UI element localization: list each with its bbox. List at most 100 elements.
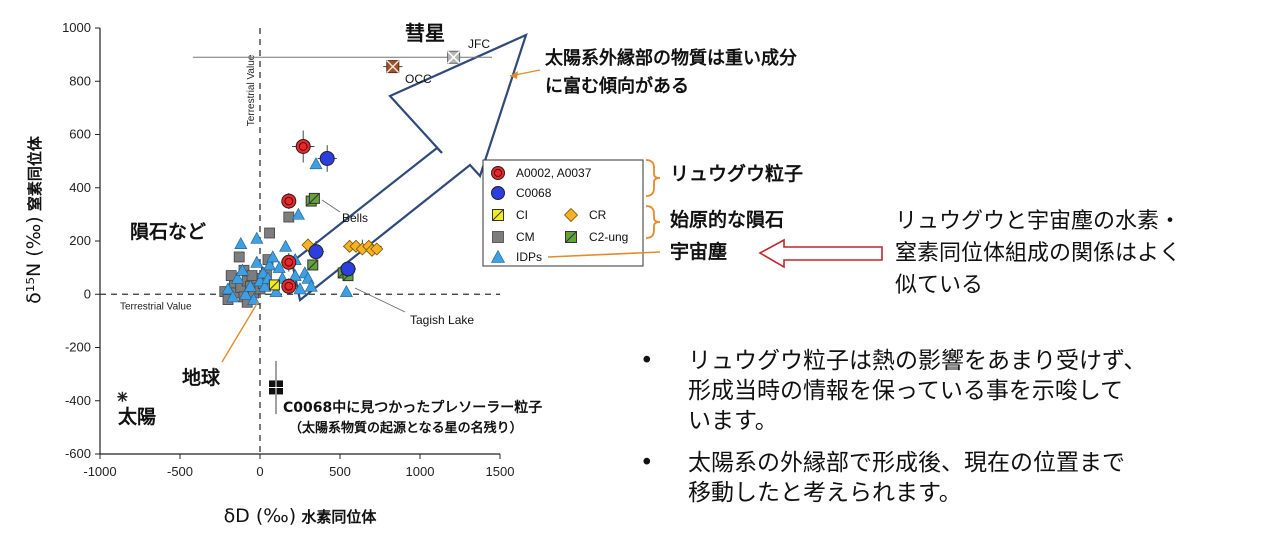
y-tick-label: 600 — [69, 127, 91, 142]
legend-marker-ci-diag — [492, 209, 504, 221]
point-ryugu_a — [295, 138, 311, 154]
point-idp — [226, 290, 240, 303]
leader-tagish — [354, 287, 406, 313]
point-idp — [263, 258, 277, 271]
point-idp — [250, 255, 264, 268]
leader-bells — [321, 199, 341, 213]
point-cm — [264, 227, 276, 239]
label-tagish-lake: Tagish Lake — [410, 313, 474, 327]
y-tick-label: 0 — [84, 286, 91, 301]
legend-marker-idp — [490, 249, 506, 263]
y-tick-label: 800 — [69, 73, 91, 88]
x-tick-label: 1500 — [486, 464, 515, 479]
label-bells: Bells — [342, 211, 368, 225]
leader-dust — [547, 251, 661, 258]
legend-marker-ryugu_a-inner — [493, 168, 503, 178]
label-similar-3: 似ている — [895, 273, 983, 298]
label-similar-2: 窒素同位体組成の関係はよく — [895, 241, 1181, 266]
label-primitive: 始原的な隕石 — [670, 208, 784, 231]
leader-earth — [221, 301, 259, 363]
y-tick-label: 400 — [69, 180, 91, 195]
point-cr — [370, 242, 384, 256]
point-c2-diag — [307, 259, 319, 271]
point-ryugu_a-inner — [284, 196, 294, 206]
bullet-2-line-2: 移動したと考えられます。 — [688, 480, 962, 506]
legend-label-cm: CM — [516, 230, 535, 244]
point-ryugu_a-inner — [284, 257, 294, 267]
point-cm — [283, 211, 295, 223]
point-idp — [235, 263, 249, 276]
label-presolar-2: （太陽系物質の起源となる星の名残り） — [289, 420, 523, 436]
point-idp — [247, 292, 261, 305]
point-occ-x — [386, 60, 400, 74]
label-outer-2: に富む傾向がある — [545, 75, 689, 97]
point-ryugu_c — [308, 244, 324, 260]
label-ryugu: リュウグウ粒子 — [670, 162, 803, 185]
terrestrial-value-label-v: Terrestrial Value — [246, 54, 257, 126]
point-idp — [250, 231, 264, 244]
legend-marker-ryugu_a — [491, 166, 505, 180]
point-idp — [243, 279, 257, 292]
y-tick-label: 1000 — [62, 20, 91, 35]
bullet-dot: • — [640, 450, 654, 476]
x-tick-label: -1000 — [83, 464, 116, 479]
bracket-primitive — [645, 205, 661, 239]
point-idp — [231, 271, 245, 284]
callout-arrow — [758, 238, 883, 269]
legend-label-ryugu_c: C0068 — [516, 186, 552, 200]
legend-label-idp: IDPs — [516, 250, 542, 264]
point-ryugu_a — [281, 278, 297, 294]
point-idp — [339, 284, 353, 297]
label-similar-1: リュウグウと宇宙塵の水素・ — [895, 209, 1181, 234]
point-ryugu_c — [319, 150, 335, 166]
point-ryugu_a-inner — [298, 142, 308, 151]
legend-marker-cr — [563, 207, 579, 223]
legend-marker-c2-diag — [565, 231, 577, 243]
label-comet: 彗星 — [405, 21, 445, 45]
bracket-ryugu — [645, 159, 661, 197]
point-ryugu_a-inner — [284, 281, 294, 291]
point-idp — [309, 157, 323, 170]
point-idp — [221, 282, 235, 295]
label-presolar-1: C0068中に見つかったプレソーラー粒子 — [283, 399, 542, 416]
y-axis-title: δ¹⁵N (‰) 窒素同位体 — [23, 135, 45, 304]
point-jfc-x — [447, 50, 461, 64]
point-cm — [233, 251, 245, 263]
bullet-1-line-2: 形成当時の情報を保っている事を示唆して — [688, 378, 1124, 404]
point-presolar-cross — [269, 380, 283, 395]
point-ci-diag — [269, 279, 280, 291]
point-idp — [279, 239, 293, 252]
point-idp — [266, 250, 280, 263]
x-axis-title-main: δD (‰) — [224, 505, 297, 527]
x-axis-title-sub: 水素同位体 — [296, 508, 377, 526]
point-idp — [293, 282, 307, 295]
y-tick-label: -600 — [65, 446, 91, 461]
point-c2-diag — [309, 193, 320, 204]
terrestrial-value-label-h: Terrestrial Value — [120, 301, 192, 312]
y-tick-label: 200 — [69, 233, 91, 248]
legend-marker-ryugu_c — [491, 186, 505, 200]
label-sun: 太陽 — [118, 405, 156, 428]
y-axis-title-main: δ¹⁵N (‰) — [23, 216, 45, 303]
point-sun — [117, 391, 128, 402]
label-meteorites: 隕石など — [130, 221, 206, 243]
bullet-2-line-1: 太陽系の外縁部で形成後、現在の位置まで — [688, 450, 1125, 476]
x-tick-label: 1000 — [406, 464, 435, 479]
point-idp — [234, 237, 248, 249]
label-dust: 宇宙塵 — [670, 240, 727, 263]
legend-label-c2: C2-ung — [589, 230, 628, 244]
legend-label-ci: CI — [516, 208, 528, 222]
point-cr — [301, 238, 315, 252]
label-jfc: JFC — [468, 37, 490, 51]
point-idp — [269, 284, 283, 297]
legend-label-cr: CR — [589, 208, 607, 222]
bullet-1-line-3: います。 — [688, 408, 778, 434]
chart-marks — [117, 32, 528, 415]
point-ryugu_a — [281, 254, 297, 270]
point-idp — [304, 279, 318, 292]
legend-label-ryugu_a: A0002, A0037 — [516, 166, 592, 180]
point-ryugu_c — [340, 261, 356, 277]
legend-marker-cm — [492, 231, 504, 243]
label-outer-1: 太陽系外縁部の物質は重い成分 — [545, 47, 797, 69]
